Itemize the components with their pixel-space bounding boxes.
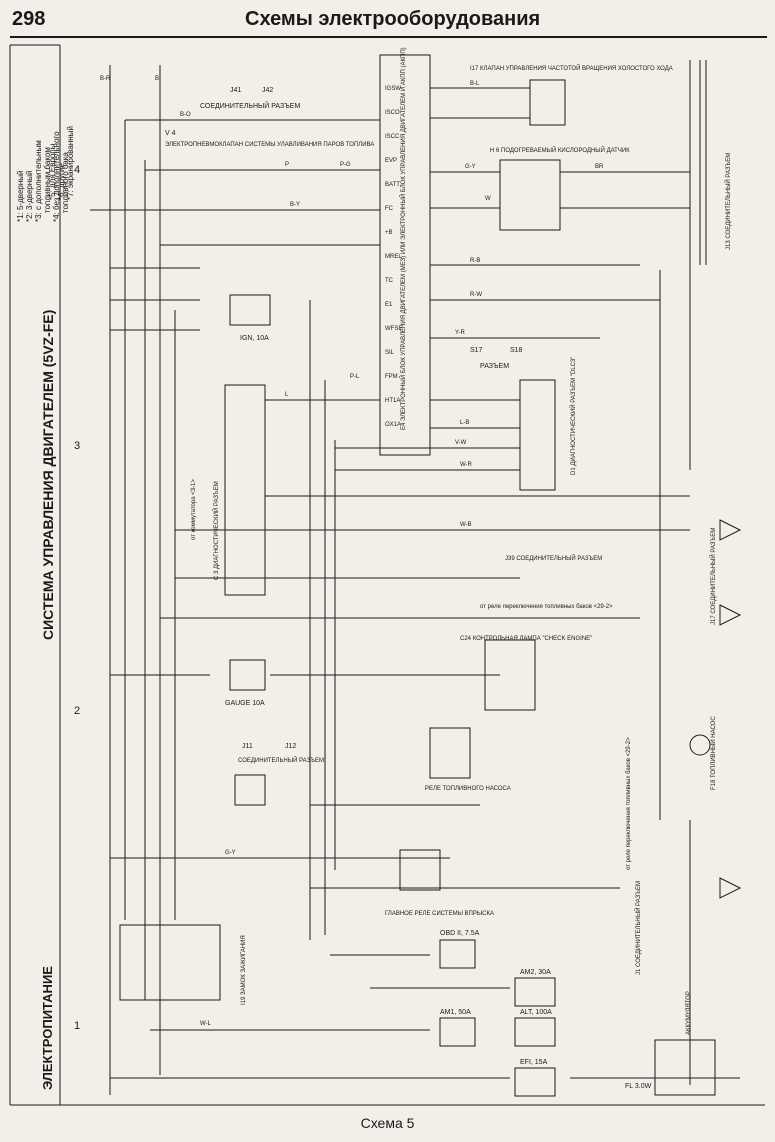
wire-color-label: Y-R bbox=[455, 330, 465, 336]
wire-color-label: P bbox=[285, 162, 289, 168]
wire-color-label: L-B bbox=[460, 420, 469, 426]
wire-color-label: B-O bbox=[180, 112, 191, 118]
wire-color-label: B-R bbox=[100, 76, 111, 82]
to-relay-label: от реле переключения топливных баков <29… bbox=[626, 737, 632, 870]
zone-marker: 4 bbox=[74, 164, 81, 176]
ignition-switch-label: I19 ЗАМОК ЗАЖИГАНИЯ bbox=[241, 935, 247, 1005]
ecu-pin-label: TC bbox=[385, 278, 394, 284]
ecu-pin-label: ISCO bbox=[385, 110, 400, 116]
wire-color-label: W bbox=[485, 196, 491, 202]
wire-color-label: L bbox=[285, 392, 289, 398]
j11-label: СОЕДИНИТЕЛЬНЫЙ РАЗЪЕМ bbox=[238, 756, 324, 764]
am1-fuse-label: AM1, 50A bbox=[440, 1009, 471, 1016]
wire-color-label: B-L bbox=[470, 81, 480, 87]
j12-id: J12 bbox=[285, 743, 296, 750]
ecu-label: E4 ЭЛЕКТРОННЫЙ БЛОК УПРАВЛЕНИЯ ДВИГАТЕЛЕ… bbox=[399, 47, 407, 430]
j41-label: СОЕДИНИТЕЛЬНЫЙ РАЗЪЕМ bbox=[200, 101, 300, 110]
figure-caption: Схема 5 bbox=[360, 1115, 415, 1131]
main-relay-label: ГЛАВНОЕ РЕЛЕ СИСТЕМЫ ВПРЫСКА bbox=[385, 911, 494, 917]
wire-color-label: B bbox=[155, 76, 159, 82]
dlc3-label: D1 ДИАГНОСТИЧЕСКИЙ РАЗЪЕМ "DLC3" bbox=[569, 357, 577, 475]
ecu-pin-label: ISCC bbox=[385, 134, 400, 140]
i17-label: I17 КЛАПАН УПРАВЛЕНИЯ ЧАСТОТОЙ ВРАЩЕНИЯ … bbox=[470, 64, 673, 72]
ecu-pin-label: FPM bbox=[385, 374, 398, 380]
ecu-pin-label: FC bbox=[385, 206, 394, 212]
wire-color-label: V-W bbox=[455, 440, 467, 446]
ign-fuse-label: IGN, 10A bbox=[240, 335, 269, 342]
j39-label: J39 СОЕДИНИТЕЛЬНЫЙ РАЗЪЕМ bbox=[505, 554, 602, 562]
fuel-pump-relay-label: РЕЛЕ ТОПЛИВНОГО НАСОСА bbox=[425, 786, 511, 792]
s18-id: S18 bbox=[510, 347, 523, 354]
wire-color-label: W-L bbox=[200, 1021, 212, 1027]
v4-id: V 4 bbox=[165, 130, 176, 137]
j42-id: J42 bbox=[262, 87, 273, 94]
s17-label: РАЗЪЕМ bbox=[480, 363, 509, 370]
zone-marker: 1 bbox=[74, 1020, 81, 1032]
j17-label: J17 СОЕДИНИТЕЛЬНЫЙ РАЗЪЕМ bbox=[709, 528, 717, 625]
wire-color-label: G-Y bbox=[225, 850, 236, 856]
wire-color-label: G-Y bbox=[465, 164, 476, 170]
ecu-pin-label: WFSE bbox=[385, 326, 402, 332]
ecu-pin-label: HT1A bbox=[385, 398, 400, 404]
c3-label: C 3 ДИАГНОСТИЧЕСКИЙ РАЗЪЕМ bbox=[212, 481, 220, 580]
s17-id: S17 bbox=[470, 347, 483, 354]
ecu-pin-label: OX1A bbox=[385, 422, 401, 428]
from-relay-label: от реле переключения топливных баков <29… bbox=[480, 604, 613, 610]
page-number: 298 bbox=[12, 8, 46, 30]
wire-color-label: R-W bbox=[470, 292, 482, 298]
wire-color-label: BR bbox=[595, 164, 604, 170]
j13-label: J13 СОЕДИНИТЕЛЬНЫЙ РАЗЪЕМ bbox=[724, 153, 732, 250]
wire-color-label: W-B bbox=[460, 522, 472, 528]
ecu-pin-label: +B bbox=[385, 230, 393, 236]
wire-color-label: P-G bbox=[340, 162, 351, 168]
ecu-pin-label: MREL bbox=[385, 254, 402, 260]
ecu-pin-label: IGSW bbox=[385, 86, 401, 92]
ecu-pin-label: SIL bbox=[385, 350, 395, 356]
zone-marker: 2 bbox=[74, 705, 81, 717]
from-commutator-label: от коммутатора <3-1> bbox=[191, 479, 197, 540]
j41-id: J41 bbox=[230, 87, 241, 94]
ecu-pin-label: EVP bbox=[385, 158, 397, 164]
am2-fuse-label: AM2, 30A bbox=[520, 969, 551, 976]
efi-fuse-label: EFI, 15A bbox=[520, 1059, 548, 1066]
wire-color-label: W-R bbox=[460, 462, 473, 468]
header-rule bbox=[10, 36, 767, 38]
gauge-fuse-label: GAUGE 10A bbox=[225, 700, 265, 707]
wire-color-label: P-L bbox=[350, 374, 360, 380]
j1-label: J1 СОЕДИНИТЕЛЬНЫЙ РАЗЪЕМ bbox=[634, 881, 642, 975]
page-title: Схемы электрооборудования bbox=[245, 8, 541, 30]
f18-label: F18 ТОПЛИВНЫЙ НАСОС bbox=[709, 716, 717, 790]
battery-label: АККУМУЛЯТОР bbox=[686, 991, 692, 1035]
ecu-pin-label: BATT bbox=[385, 182, 400, 188]
j11-id: J11 bbox=[242, 743, 253, 750]
h6-label: H 6 ПОДОГРЕВАЕМЫЙ КИСЛОРОДНЫЙ ДАТЧИК bbox=[490, 146, 630, 154]
c24-label: C24 КОНТРОЛЬНАЯ ЛАМПА "CHECK ENGINE" bbox=[460, 636, 592, 642]
ecu-pin-label: E1 bbox=[385, 302, 393, 308]
wire-color-label: B-Y bbox=[290, 202, 300, 208]
zone-marker: 3 bbox=[74, 440, 81, 452]
fusible-link-label: FL 3.0W bbox=[625, 1083, 652, 1090]
obd-fuse-label: OBD II, 7.5A bbox=[440, 930, 480, 937]
v4-label: ЭЛЕКТРОПНЕВМОКЛАПАН СИСТЕМЫ УЛАВЛИВАНИЯ … bbox=[165, 142, 374, 148]
wire-color-label: R-B bbox=[470, 258, 480, 264]
alt-fuse-label: ALT, 100A bbox=[520, 1009, 552, 1016]
